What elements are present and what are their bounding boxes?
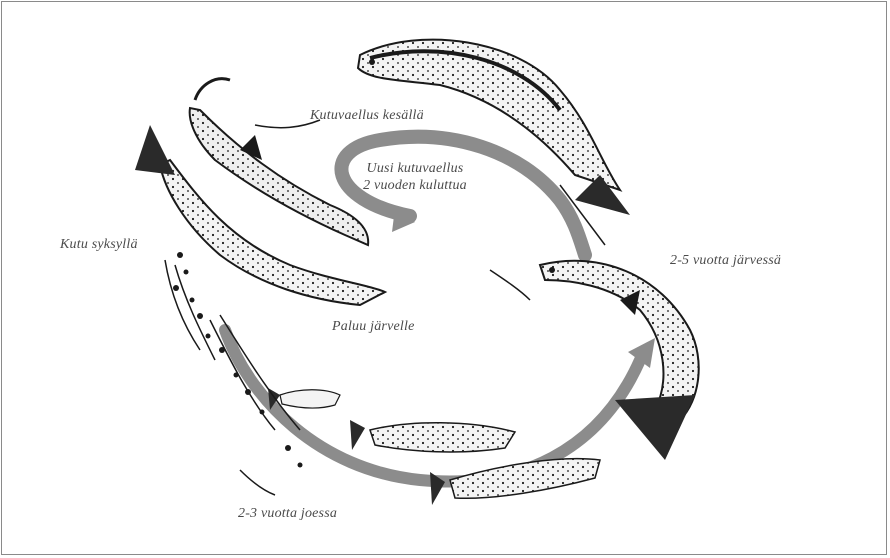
label-return-to-lake: Paluu järvelle bbox=[332, 318, 415, 335]
upper-cycle-arrow bbox=[341, 137, 585, 255]
label-lake-years: 2-5 vuotta järvessä bbox=[670, 252, 781, 269]
label-spawning-migration: Kutuvaellus kesällä bbox=[310, 107, 424, 124]
label-new-migration-line1: Uusi kutuvaellus bbox=[360, 160, 470, 177]
label-river-years: 2-3 vuotta joessa bbox=[238, 505, 337, 522]
trout-juvenile-2 bbox=[430, 459, 600, 505]
label-spawning-autumn: Kutu syksyllä bbox=[60, 236, 138, 253]
trout-juvenile-1 bbox=[350, 420, 515, 452]
label-new-migration-line2: 2 vuoden kuluttua bbox=[360, 177, 470, 194]
trout-right bbox=[540, 261, 699, 460]
label-new-migration: Uusi kutuvaellus 2 vuoden kuluttua bbox=[360, 160, 470, 194]
